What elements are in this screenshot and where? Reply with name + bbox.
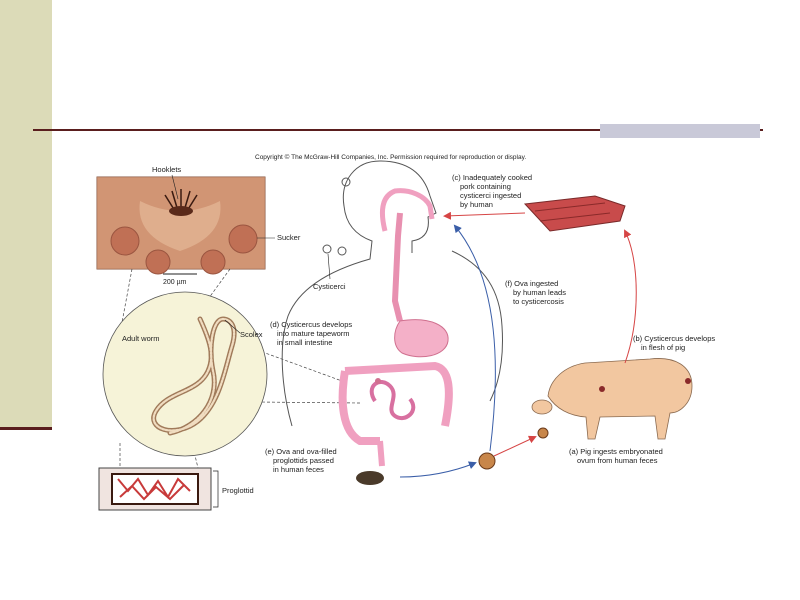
ovum-large xyxy=(478,452,496,470)
proglottid-inset xyxy=(98,467,212,511)
cysticerci-label: Cysticerci xyxy=(313,282,346,291)
copyright-notice: Copyright © The McGraw-Hill Companies, I… xyxy=(255,153,526,161)
proglottid-label: Proglottid xyxy=(222,486,254,495)
feces-mark xyxy=(356,471,384,485)
arrow-ovum-to-pig xyxy=(493,435,537,457)
slide-title-box xyxy=(600,124,760,138)
scolex-label: Scolex xyxy=(240,330,263,339)
step-b-caption: (b) Cysticercus develops in flesh of pig xyxy=(633,334,717,352)
hooklets-label: Hooklets xyxy=(152,165,181,174)
slide-title-rule xyxy=(33,129,763,131)
step-a-caption: (a) Pig ingests embryonated ovum from hu… xyxy=(569,447,665,465)
arrow-ovum-to-human xyxy=(453,224,496,452)
arrow-pig-to-pork xyxy=(624,229,637,364)
adult-worm-label: Adult worm xyxy=(122,334,160,343)
lifecycle-diagram: Copyright © The McGraw-Hill Companies, I… xyxy=(96,153,717,511)
arrow-feces-to-ovum xyxy=(399,461,477,478)
arrow-pork-to-human xyxy=(443,211,526,220)
pork-meat xyxy=(523,195,626,232)
step-c-caption: (c) Inadequately cooked pork containing … xyxy=(452,173,534,209)
tapeworm-lifecycle-figure: Copyright © The McGraw-Hill Companies, I… xyxy=(80,141,760,534)
human-figure xyxy=(281,160,503,467)
pig-figure xyxy=(531,358,693,440)
slide-accent-rule xyxy=(0,427,52,430)
step-e-caption: (e) Ova and ova-filled proglottids passe… xyxy=(265,447,339,474)
sucker-label: Sucker xyxy=(277,233,301,242)
scale-label: 200 µm xyxy=(163,279,187,286)
step-f-caption: (f) Ova ingested by human leads to cysti… xyxy=(505,279,568,306)
step-d-caption: (d) Cysticercus develops into mature tap… xyxy=(270,320,354,347)
scolex-micrograph xyxy=(96,176,266,275)
adult-worm-inset xyxy=(102,291,268,457)
ovum-small xyxy=(537,427,549,439)
slide-accent-bar xyxy=(0,0,52,428)
